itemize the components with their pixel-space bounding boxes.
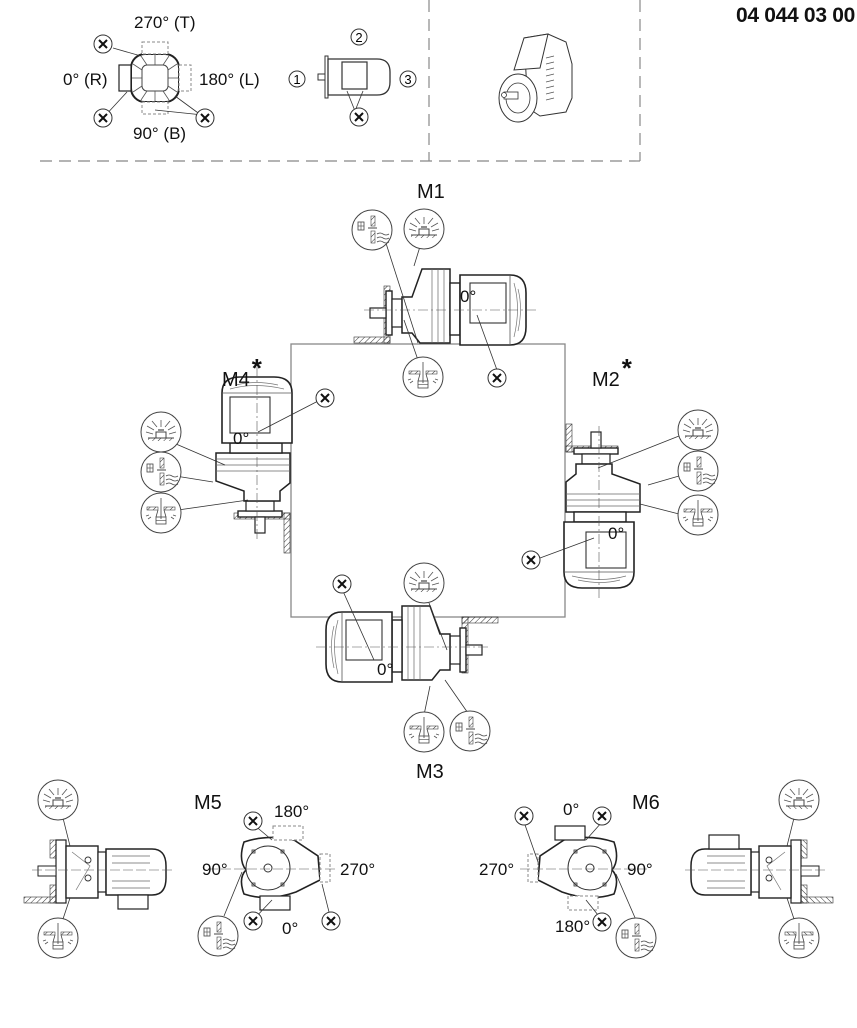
vent-plug-icon	[677, 409, 719, 451]
vent-marker-icon	[243, 811, 263, 831]
terminal-box-position-view	[93, 34, 215, 128]
mounting-position-m4	[140, 366, 335, 554]
cable-entry-1: 1	[293, 72, 300, 87]
mounting-position-m5-end-view	[197, 811, 341, 957]
mounting-position-m2	[521, 409, 719, 599]
drain-plug-icon	[402, 356, 444, 398]
drain-plug-icon	[778, 917, 820, 959]
m5-angle-top: 180°	[274, 802, 310, 821]
m2-label-text: M2	[592, 369, 620, 391]
m2-label: M2*	[592, 353, 632, 393]
oil-level-icon	[677, 450, 719, 492]
terminal-box-left-label: 0° (R)	[63, 70, 108, 89]
m6-label: M6	[632, 792, 660, 814]
vent-marker-icon	[332, 574, 352, 594]
m1-label: M1	[417, 181, 445, 203]
m5-angle-bottom: 0°	[282, 919, 299, 938]
m5-angle-right: 270°	[340, 860, 376, 879]
oil-level-icon	[197, 915, 239, 957]
document-number: 04 044 03 00	[735, 4, 855, 27]
vent-marker-icon	[592, 912, 612, 932]
terminal-box-bottom-label: 90° (B)	[133, 124, 187, 143]
vent-marker-icon	[487, 368, 507, 388]
vent-plug-icon	[403, 562, 445, 604]
m6-angle-top: 0°	[563, 800, 580, 819]
m6-angle-left: 270°	[479, 860, 515, 879]
m2-terminal-box-angle: 0°	[608, 524, 625, 543]
drain-plug-icon	[677, 494, 719, 536]
vent-marker-icon	[243, 911, 263, 931]
oil-level-icon	[351, 209, 393, 251]
cable-entry-3: 3	[404, 72, 411, 87]
vent-plug-icon	[140, 411, 182, 453]
vent-marker-icon	[521, 550, 541, 570]
terminal-box-top-label: 270° (T)	[134, 13, 196, 32]
gearbox-isometric-illustration	[498, 33, 573, 123]
oil-level-icon	[140, 451, 182, 493]
drain-plug-icon	[37, 917, 79, 959]
m4-asterisk: *	[251, 353, 262, 383]
vent-marker-icon	[349, 107, 369, 127]
oil-level-icon	[615, 917, 657, 959]
m5-label: M5	[194, 792, 222, 814]
mounting-position-m6-end-view	[514, 806, 657, 959]
m4-label: M4*	[222, 353, 262, 393]
oil-level-icon	[449, 710, 491, 752]
m3-terminal-box-angle: 0°	[377, 660, 394, 679]
m5-angle-left: 90°	[202, 860, 228, 879]
legend-frame	[40, 0, 641, 162]
drain-plug-icon	[403, 711, 445, 753]
vent-marker-icon	[315, 388, 335, 408]
mounting-position-m1	[351, 208, 537, 398]
vent-marker-icon	[93, 108, 113, 128]
vent-marker-icon	[321, 911, 341, 931]
terminal-box-right-label: 180° (L)	[199, 70, 260, 89]
cable-entry-view: 1 2 3	[288, 28, 417, 127]
vent-marker-icon	[592, 806, 612, 826]
mounting-position-m3	[315, 562, 499, 753]
vent-marker-icon	[93, 34, 113, 54]
mounting-position-m6-side-view	[685, 779, 834, 959]
vent-plug-icon	[778, 779, 820, 821]
vent-marker-icon	[195, 108, 215, 128]
vent-marker-icon	[514, 806, 534, 826]
m1-terminal-box-angle: 0°	[460, 287, 477, 306]
vent-plug-icon	[37, 779, 79, 821]
drain-plug-icon	[140, 492, 182, 534]
m6-angle-bottom: 180°	[555, 917, 591, 936]
mounting-position-m5-side-view	[23, 779, 172, 959]
m3-label: M3	[416, 761, 444, 783]
vent-plug-icon	[403, 208, 445, 250]
m4-terminal-box-angle: 0°	[233, 429, 250, 448]
m6-angle-right: 90°	[627, 860, 653, 879]
cable-entry-2: 2	[355, 30, 362, 45]
m4-label-text: M4	[222, 369, 250, 391]
m2-asterisk: *	[621, 353, 632, 383]
